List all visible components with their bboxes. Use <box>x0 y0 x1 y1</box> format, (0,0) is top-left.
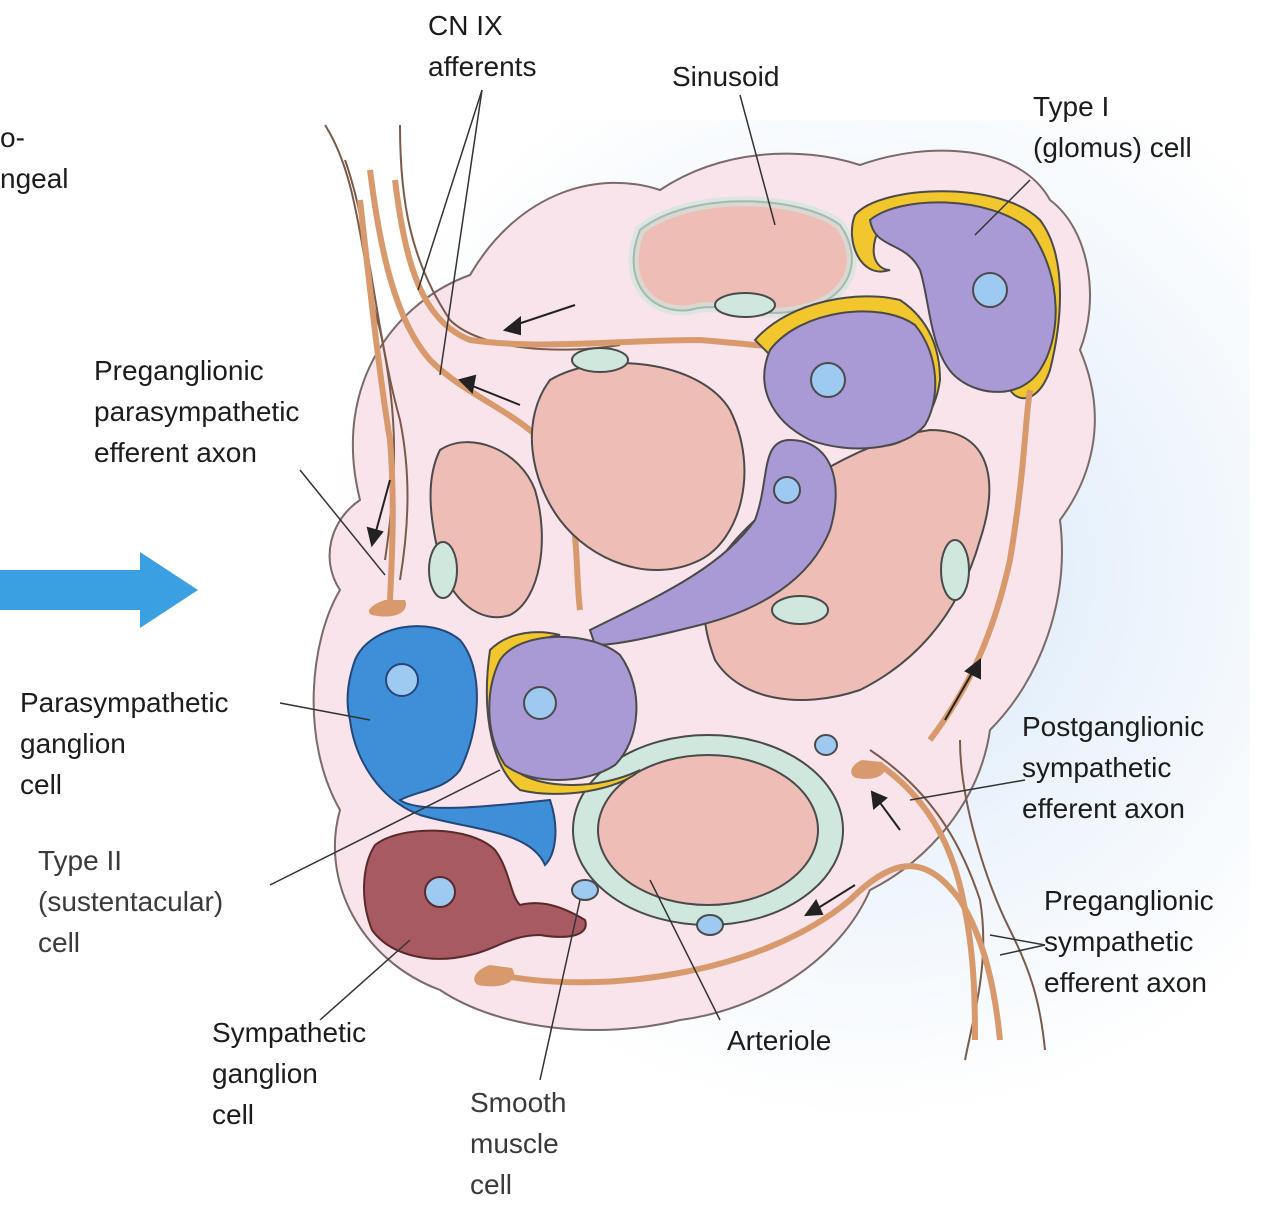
label-type-ii-sustentacular-cell: Type II(sustentacular)cell <box>38 840 223 963</box>
input-arrow-icon <box>0 552 198 628</box>
glomus-cell-bottom <box>489 637 636 780</box>
label-cut-off-glossopharyngeal: o-ngeal <box>0 117 69 199</box>
sympathetic-nucleus <box>425 877 455 907</box>
glomus-cell-middle <box>764 311 935 448</box>
parasympathetic-nucleus <box>386 664 418 696</box>
label-arteriole: Arteriole <box>727 1020 831 1061</box>
label-sinusoid: Sinusoid <box>672 56 779 97</box>
label-type-i-glomus-cell: Type I(glomus) cell <box>1033 86 1192 168</box>
